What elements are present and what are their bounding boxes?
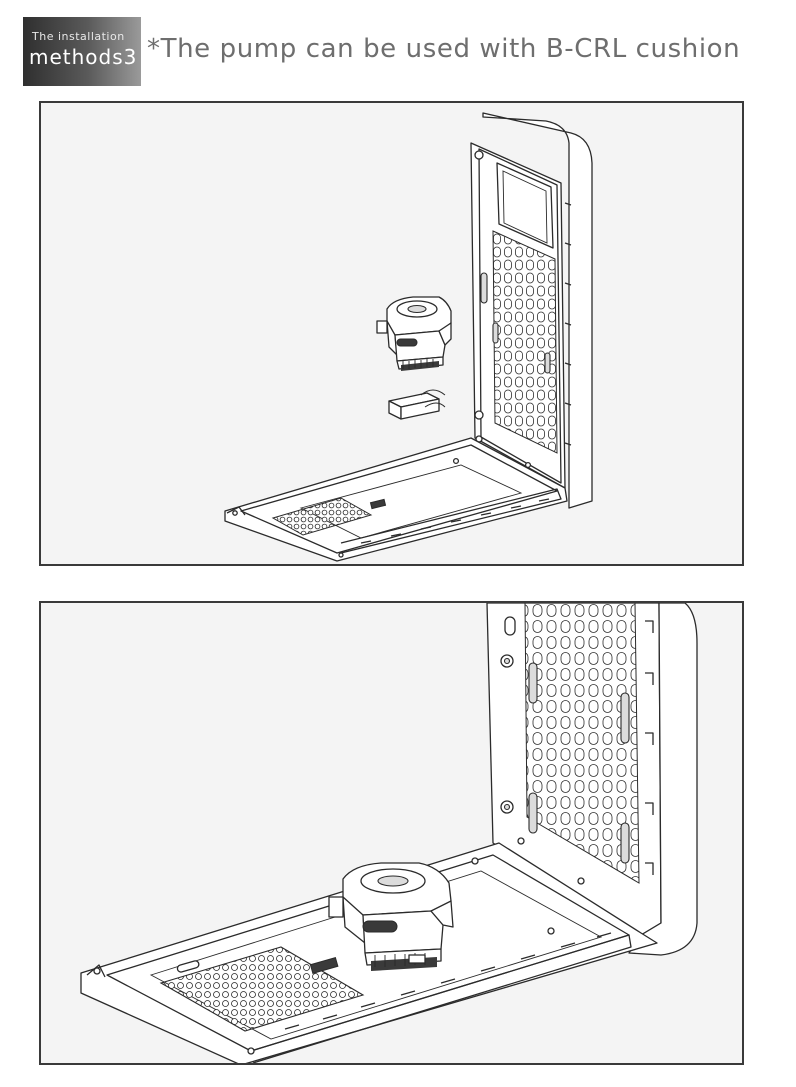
pump-unit-installed [328,862,454,971]
installed-view-drawing [80,603,698,1063]
page-heading: *The pump can be used with B-CRL cushion [147,34,741,64]
cushion-pad [388,389,446,420]
side-panel-frame [486,603,698,956]
badge-caption: The installation [32,30,125,43]
illustration-installed-view [39,601,744,1065]
badge-method-number: methods3 [29,45,138,69]
pump-unit [376,296,452,371]
exploded-view-drawing [224,112,593,562]
case-floor-tray [224,437,568,562]
side-panel-frame [470,112,593,509]
method-badge: The installation methods3 [23,17,141,86]
illustration-exploded-view [39,101,744,566]
